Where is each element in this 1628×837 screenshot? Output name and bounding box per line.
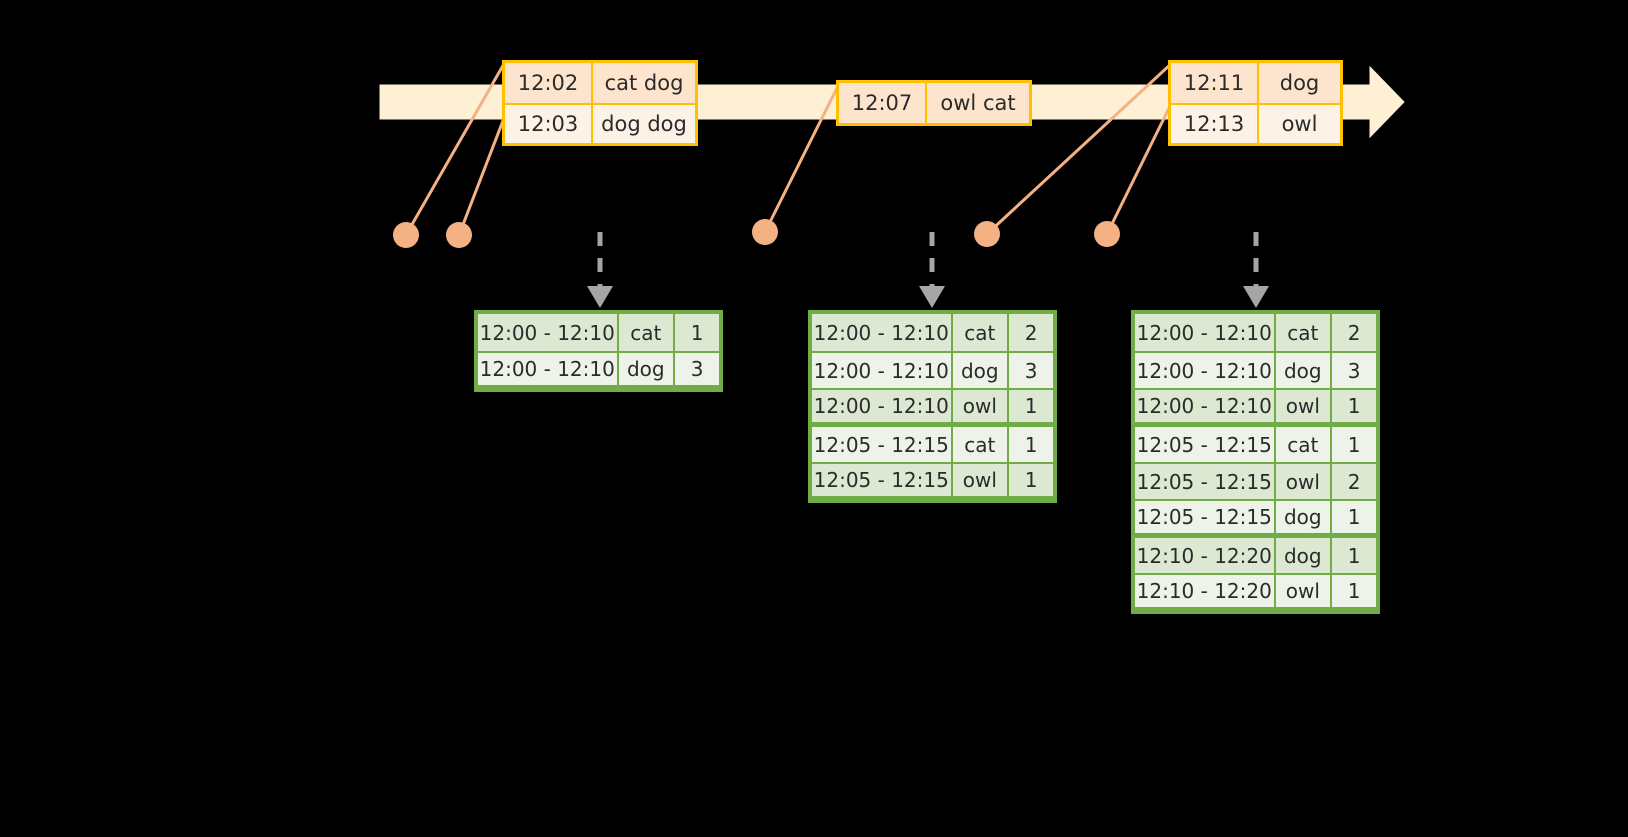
event-time: 12:02 — [505, 63, 593, 103]
event-time: 12:07 — [839, 83, 927, 123]
count-cell: 3 — [1332, 353, 1377, 388]
key-cell: dog — [952, 353, 1010, 388]
window-cell: 12:05 - 12:15 — [1135, 464, 1276, 499]
count-cell: 1 — [1332, 501, 1377, 533]
window-cell: 12:00 - 12:10 — [1135, 314, 1276, 351]
window-cell: 12:00 - 12:10 — [812, 314, 953, 351]
event-time: 12:11 — [1171, 63, 1259, 103]
processing-dot-2 — [446, 222, 472, 248]
window-cell: 12:05 - 12:15 — [812, 464, 953, 496]
window-cell: 12:00 - 12:10 — [812, 390, 953, 422]
emit-arrow-2 — [919, 232, 945, 308]
window-cell: 12:00 - 12:10 — [812, 353, 953, 388]
key-cell: owl — [952, 464, 1010, 496]
count-cell: 1 — [675, 314, 720, 351]
window-cell: 12:10 - 12:20 — [1135, 538, 1276, 573]
window-cell: 12:10 - 12:20 — [1135, 575, 1276, 607]
connector-5 — [1105, 100, 1174, 236]
window-cell: 12:05 - 12:15 — [812, 427, 953, 462]
count-cell: 3 — [675, 353, 720, 385]
connector-3 — [763, 80, 842, 234]
key-cell: cat — [1275, 314, 1333, 351]
event-words: owl cat — [927, 83, 1029, 123]
window-cell: 12:05 - 12:15 — [1135, 427, 1276, 462]
count-cell: 2 — [1332, 314, 1377, 351]
processing-dots — [393, 219, 1120, 248]
count-cell: 1 — [1332, 575, 1377, 607]
count-cell: 1 — [1332, 427, 1377, 462]
emit-arrow-1 — [587, 232, 613, 308]
key-cell: owl — [1275, 575, 1333, 607]
window-cell: 12:00 - 12:10 — [478, 353, 619, 385]
count-cell: 1 — [1332, 390, 1377, 422]
event-words: dog — [1259, 63, 1340, 103]
count-cell: 2 — [1009, 314, 1054, 351]
processing-dot-5 — [1094, 221, 1120, 247]
emit-arrows — [587, 232, 1269, 308]
processing-dot-3 — [752, 219, 778, 245]
event-words: dog dog — [593, 105, 695, 143]
window-cell: 12:00 - 12:10 — [478, 314, 619, 351]
key-cell: owl — [1275, 464, 1333, 499]
count-cell: 1 — [1009, 464, 1054, 496]
window-cell: 12:05 - 12:15 — [1135, 501, 1276, 533]
key-cell: dog — [1275, 501, 1333, 533]
key-cell: dog — [1275, 353, 1333, 388]
key-cell: cat — [952, 314, 1010, 351]
key-cell: dog — [618, 353, 676, 385]
count-cell: 1 — [1332, 538, 1377, 573]
key-cell: cat — [618, 314, 676, 351]
emit-arrow-3 — [1243, 232, 1269, 308]
window-cell: 12:00 - 12:10 — [1135, 353, 1276, 388]
count-cell: 1 — [1009, 427, 1054, 462]
event-words: owl — [1259, 105, 1340, 143]
count-cell: 1 — [1009, 390, 1054, 422]
processing-dot-1 — [393, 222, 419, 248]
key-cell: dog — [1275, 538, 1333, 573]
count-cell: 3 — [1009, 353, 1054, 388]
event-time: 12:13 — [1171, 105, 1259, 143]
key-cell: owl — [1275, 390, 1333, 422]
connector-1 — [404, 60, 507, 237]
window-cell: 12:00 - 12:10 — [1135, 390, 1276, 422]
event-time: 12:03 — [505, 105, 593, 143]
key-cell: cat — [1275, 427, 1333, 462]
event-words: cat dog — [593, 63, 695, 103]
processing-dot-4 — [974, 221, 1000, 247]
key-cell: cat — [952, 427, 1010, 462]
count-cell: 2 — [1332, 464, 1377, 499]
key-cell: owl — [952, 390, 1010, 422]
